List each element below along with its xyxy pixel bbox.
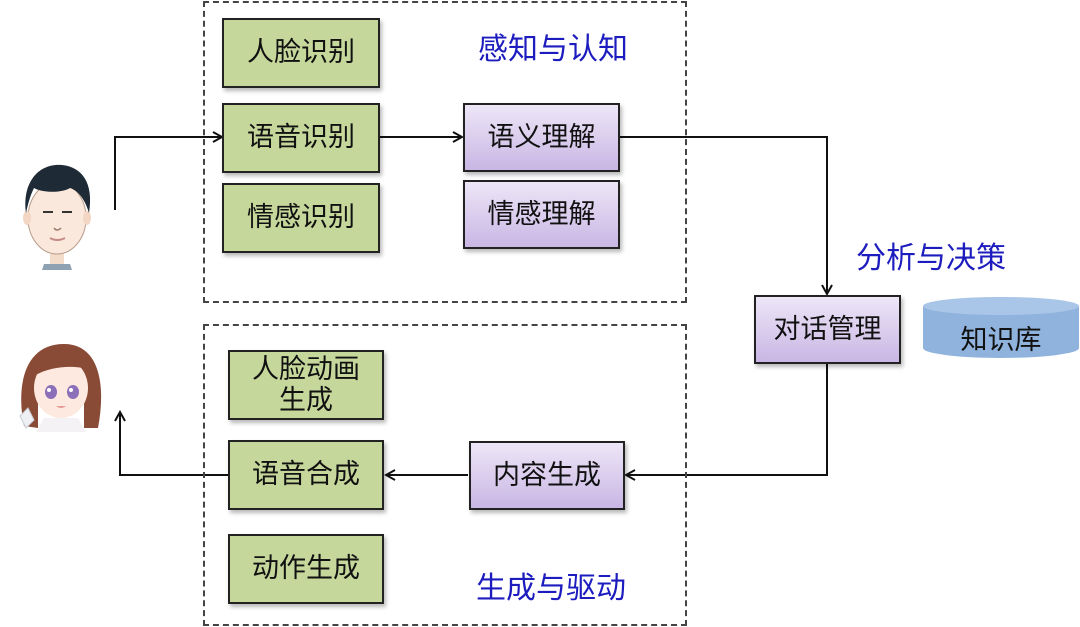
face-recognition-box[interactable]: 人脸识别 — [222, 18, 380, 88]
dialog-management-box[interactable]: 对话管理 — [754, 295, 901, 364]
database-icon — [923, 297, 1079, 358]
speech-recognition-box[interactable]: 语音识别 — [222, 103, 380, 173]
motion-generation-box[interactable]: 动作生成 — [228, 534, 384, 604]
arrow-synthesis-to-virtual-human — [120, 412, 228, 476]
semantic-understanding-box[interactable]: 语义理解 — [463, 103, 620, 172]
face-animation-line1: 人脸动画 — [252, 353, 360, 385]
perception-group — [203, 1, 687, 303]
virtual-human-avatar-icon — [19, 344, 102, 432]
perception-group-title: 感知与认知 — [478, 32, 628, 67]
arrow-user-to-speech-recognition — [114, 137, 222, 210]
user-avatar-icon — [23, 164, 91, 270]
generation-group — [203, 324, 687, 626]
face-animation-line2: 生成 — [279, 385, 333, 416]
arrow-semantic-to-dialog — [620, 136, 827, 294]
arrow-dialog-to-content — [626, 364, 828, 475]
emotion-recognition-box[interactable]: 情感识别 — [222, 183, 380, 253]
analysis-group-title: 分析与决策 — [856, 241, 1006, 276]
knowledge-base-cylinder[interactable]: 知识库 — [922, 296, 1080, 360]
content-generation-box[interactable]: 内容生成 — [469, 441, 625, 510]
generation-group-title: 生成与驱动 — [476, 571, 626, 606]
speech-synthesis-box[interactable]: 语音合成 — [228, 440, 384, 510]
knowledge-base-label: 知识库 — [960, 325, 1042, 356]
face-animation-box[interactable]: 人脸动画 生成 — [228, 350, 384, 420]
emotion-understanding-box[interactable]: 情感理解 — [463, 180, 620, 249]
